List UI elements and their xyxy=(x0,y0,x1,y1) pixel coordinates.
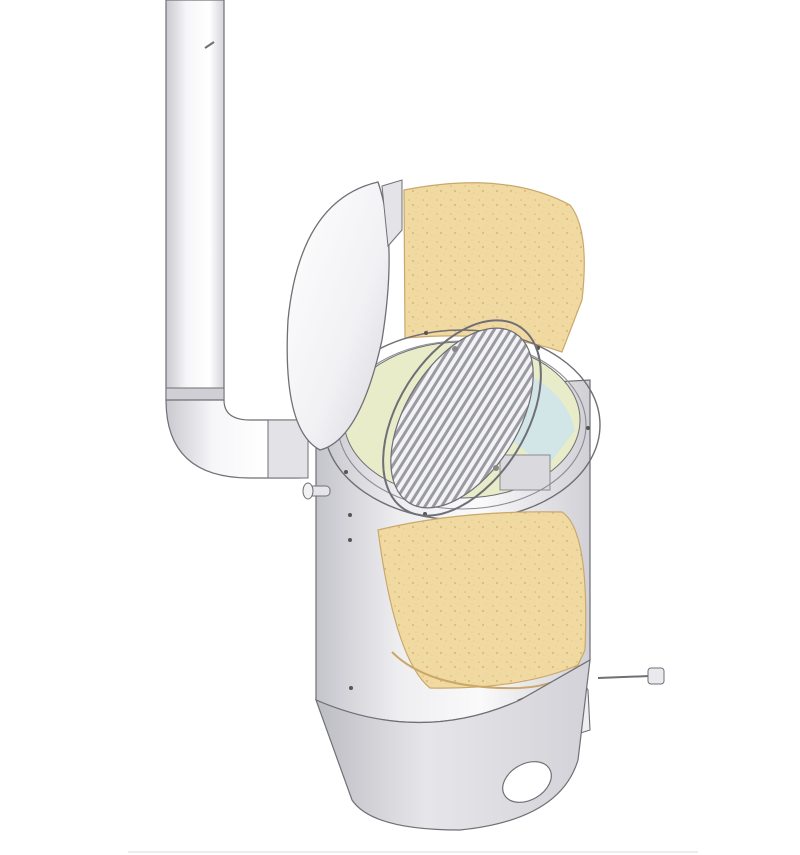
grate-ring xyxy=(382,319,542,517)
insulation-panel-top xyxy=(403,182,585,353)
flue-pipe xyxy=(165,0,225,403)
pipe-elbow xyxy=(165,399,309,479)
base-cone xyxy=(314,658,591,831)
hinged-lid xyxy=(286,179,403,451)
insulation-panel-front xyxy=(377,511,587,690)
side-rod xyxy=(597,667,665,685)
